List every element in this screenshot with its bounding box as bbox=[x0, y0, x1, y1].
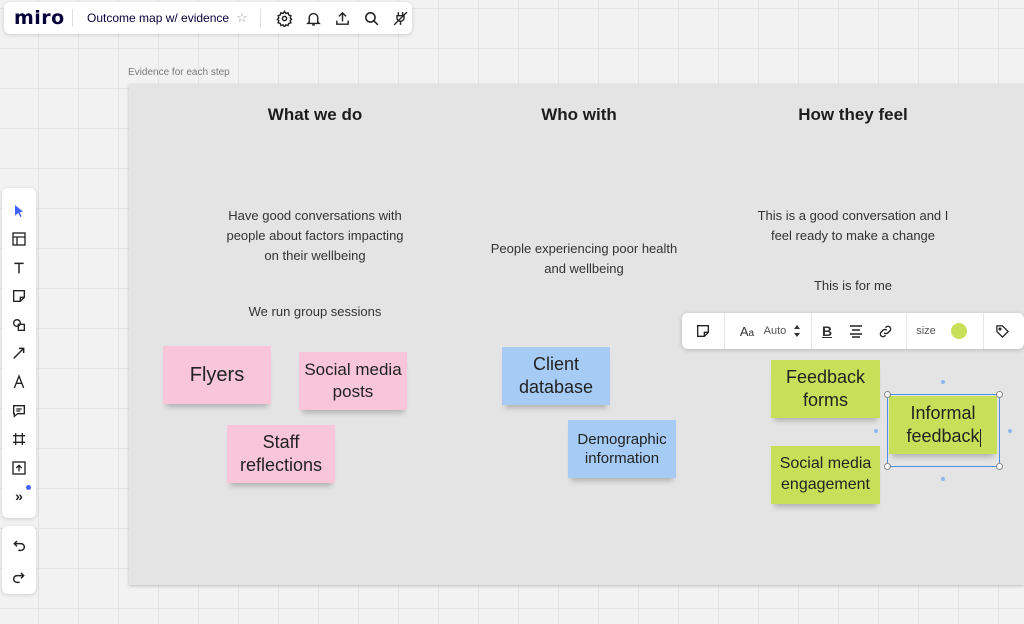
text-caret bbox=[980, 429, 981, 447]
color-picker-button[interactable] bbox=[945, 313, 973, 349]
sticky-note[interactable]: Flyers bbox=[163, 346, 271, 404]
select-tool-icon[interactable] bbox=[9, 201, 29, 221]
text-what-we-do[interactable]: Have good conversations with people abou… bbox=[226, 206, 403, 266]
heading-how-they-feel[interactable]: How they feel bbox=[798, 105, 908, 124]
undo-icon[interactable] bbox=[9, 535, 29, 555]
text-line: This is a good conversation and I bbox=[757, 208, 949, 223]
shapes-icon[interactable] bbox=[9, 315, 29, 335]
sticky-note[interactable]: Demographic information bbox=[568, 420, 676, 478]
text-how-they-feel[interactable]: This is a good conversation and I feel r… bbox=[758, 206, 949, 246]
top-bar: miro Outcome map w/ evidence ☆ bbox=[4, 2, 412, 34]
plug-icon[interactable] bbox=[390, 7, 412, 29]
sticky-note[interactable]: Social media posts bbox=[299, 352, 407, 410]
tag-icon[interactable] bbox=[984, 313, 1020, 349]
search-icon[interactable] bbox=[361, 7, 383, 29]
bell-icon[interactable] bbox=[303, 7, 325, 29]
more-tools-icon[interactable]: » bbox=[15, 488, 23, 504]
text-this-is-for-me[interactable]: This is for me bbox=[813, 278, 893, 293]
sticky-note[interactable]: Social media engagement bbox=[771, 446, 880, 504]
divider bbox=[983, 313, 984, 349]
text-tool-icon[interactable] bbox=[9, 258, 29, 278]
color-swatch bbox=[951, 323, 967, 339]
sticky-type-icon[interactable] bbox=[682, 313, 724, 349]
divider bbox=[906, 313, 907, 349]
text-line: People experiencing poor health bbox=[490, 241, 678, 256]
resize-handle[interactable] bbox=[884, 463, 891, 470]
connector-icon[interactable] bbox=[9, 343, 29, 363]
frame-label[interactable]: Evidence for each step bbox=[128, 67, 230, 78]
font-size-select[interactable]: Auto bbox=[763, 325, 787, 337]
board-title[interactable]: Outcome map w/ evidence bbox=[87, 11, 230, 25]
upload-icon[interactable] bbox=[332, 7, 354, 29]
connector-point[interactable] bbox=[1008, 429, 1012, 433]
resize-handle[interactable] bbox=[884, 391, 891, 398]
upload-icon[interactable] bbox=[9, 458, 29, 478]
resize-handle[interactable] bbox=[996, 463, 1003, 470]
sticky-note[interactable]: Feedback forms bbox=[771, 360, 880, 418]
pen-icon[interactable] bbox=[9, 372, 29, 392]
text-line: Have good conversations with bbox=[228, 208, 402, 223]
connector-point[interactable] bbox=[874, 429, 878, 433]
text-line: feel ready to make a change bbox=[770, 228, 936, 243]
connector-point[interactable] bbox=[941, 380, 945, 384]
sticky-note[interactable]: Client database bbox=[502, 347, 610, 405]
divider bbox=[811, 313, 812, 349]
link-icon[interactable] bbox=[870, 313, 900, 349]
text-line: on their wellbeing bbox=[264, 248, 366, 263]
divider bbox=[72, 9, 73, 27]
comment-icon[interactable] bbox=[9, 401, 29, 421]
align-icon[interactable] bbox=[842, 313, 870, 349]
frame-icon[interactable] bbox=[9, 429, 29, 449]
sticky-note-icon[interactable] bbox=[9, 286, 29, 306]
selection-box bbox=[887, 394, 1000, 467]
text-line: people about factors impacting bbox=[226, 228, 404, 243]
text-line: and wellbeing bbox=[544, 261, 624, 276]
divider bbox=[724, 313, 725, 349]
gear-icon[interactable] bbox=[274, 7, 296, 29]
sticky-note-selected[interactable]: Informal feedback bbox=[889, 396, 997, 454]
size-label: size bbox=[916, 325, 936, 337]
text-who-with[interactable]: People experiencing poor health and well… bbox=[491, 239, 677, 279]
sticky-note[interactable]: Staff reflections bbox=[227, 425, 335, 483]
heading-what-we-do[interactable]: What we do bbox=[267, 105, 363, 124]
notification-dot bbox=[26, 485, 31, 490]
star-icon[interactable]: ☆ bbox=[236, 10, 248, 25]
redo-icon[interactable] bbox=[9, 567, 29, 587]
font-size-stepper[interactable] bbox=[789, 313, 805, 349]
connector-point[interactable] bbox=[941, 477, 945, 481]
tool-sidebar: » bbox=[2, 188, 36, 518]
resize-handle[interactable] bbox=[996, 391, 1003, 398]
heading-who-with[interactable]: Who with bbox=[541, 105, 617, 124]
divider bbox=[259, 9, 261, 27]
templates-icon[interactable] bbox=[9, 229, 29, 249]
bold-icon[interactable]: B bbox=[821, 323, 833, 339]
undo-redo-panel bbox=[2, 526, 36, 594]
miro-logo[interactable]: miro bbox=[14, 7, 65, 29]
text-group-sessions[interactable]: We run group sessions bbox=[248, 304, 382, 319]
